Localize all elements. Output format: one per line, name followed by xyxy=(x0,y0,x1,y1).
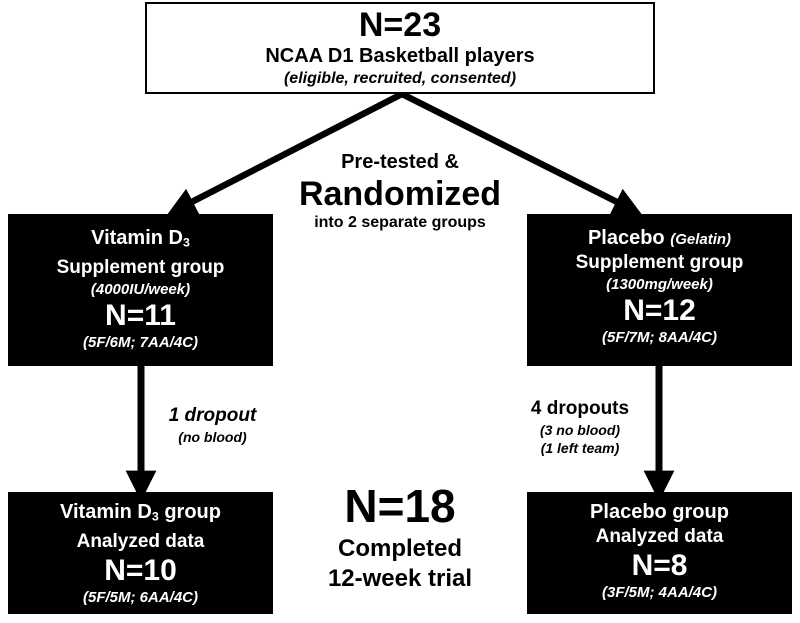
completed-line1: Completed xyxy=(337,535,462,562)
enrollment-box: N=23 NCAA D1 Basketball players (eligibl… xyxy=(145,2,655,94)
randomization-label: Pre-tested & Randomized into 2 separate … xyxy=(270,150,530,233)
placebo-group-demographics: (5F/7M; 8AA/4C) xyxy=(601,329,717,346)
vitamin-d3-analyzed-subtitle: Analyzed data xyxy=(76,530,205,552)
vitamin-d3-group-demographics: (5F/6M; 7AA/4C) xyxy=(82,333,198,351)
placebo-dropout-reason2: (1 left team) xyxy=(540,440,620,456)
placebo-group-dose: (1300mg/week) xyxy=(606,276,713,293)
placebo-group-n: N=12 xyxy=(623,294,696,327)
vitamin-d3-analyzed-box: Vitamin D3 group Analyzed data N=10 (5F/… xyxy=(8,492,273,614)
vitamin-d3-group-n: N=11 xyxy=(105,298,176,332)
placebo-dropout-label: 4 dropouts (3 no blood) (1 left team) xyxy=(515,397,645,457)
vitamin-d3-analyzed-demographics: (5F/5M; 6AA/4C) xyxy=(82,588,198,606)
vitamin-d3-group-box: Vitamin D3 Supplement group (4000IU/week… xyxy=(8,214,273,366)
placebo-analyzed-box: Placebo group Analyzed data N=8 (3F/5M; … xyxy=(527,492,792,614)
enrollment-note: (eligible, recruited, consented) xyxy=(283,70,517,87)
vitamin-d3-group-subtitle: Supplement group xyxy=(56,256,225,278)
enrollment-n: N=23 xyxy=(358,6,442,44)
enrollment-title: NCAA D1 Basketball players xyxy=(265,45,535,67)
randomization-line2: Randomized xyxy=(298,175,502,213)
completed-line2: 12-week trial xyxy=(327,565,473,592)
vitamin-d3-group-title: Vitamin D3 xyxy=(91,227,190,250)
placebo-analyzed-demographics: (3F/5M; 4AA/4C) xyxy=(601,584,717,601)
placebo-group-title: Placebo (Gelatin) xyxy=(587,227,732,249)
placebo-analyzed-subtitle: Analyzed data xyxy=(595,526,724,547)
placebo-analyzed-n: N=8 xyxy=(631,549,688,582)
vitamin-dropout-label: 1 dropout (no blood) xyxy=(150,404,275,446)
placebo-dropout-reason1: (3 no blood) xyxy=(539,422,621,438)
vitamin-d3-analyzed-n: N=10 xyxy=(104,553,177,587)
placebo-group-box: Placebo (Gelatin) Supplement group (1300… xyxy=(527,214,792,366)
arrow-to-vitamin-group xyxy=(167,91,404,215)
completed-label: N=18 Completed 12-week trial xyxy=(290,480,510,594)
completed-n: N=18 xyxy=(344,480,456,532)
vitamin-dropout-reason: (no blood) xyxy=(178,429,247,445)
randomization-line3: into 2 separate groups xyxy=(314,214,486,231)
arrow-to-placebo-group xyxy=(400,91,642,215)
vitamin-d3-analyzed-title: Vitamin D3 group xyxy=(60,501,221,524)
vitamin-dropout-count: 1 dropout xyxy=(168,405,257,426)
vitamin-d3-group-dose: (4000IU/week) xyxy=(90,280,191,298)
placebo-group-subtitle: Supplement group xyxy=(575,252,744,273)
placebo-analyzed-title: Placebo group xyxy=(590,501,729,523)
randomization-line1: Pre-tested & xyxy=(341,151,459,173)
placebo-dropout-count: 4 dropouts xyxy=(530,398,630,419)
